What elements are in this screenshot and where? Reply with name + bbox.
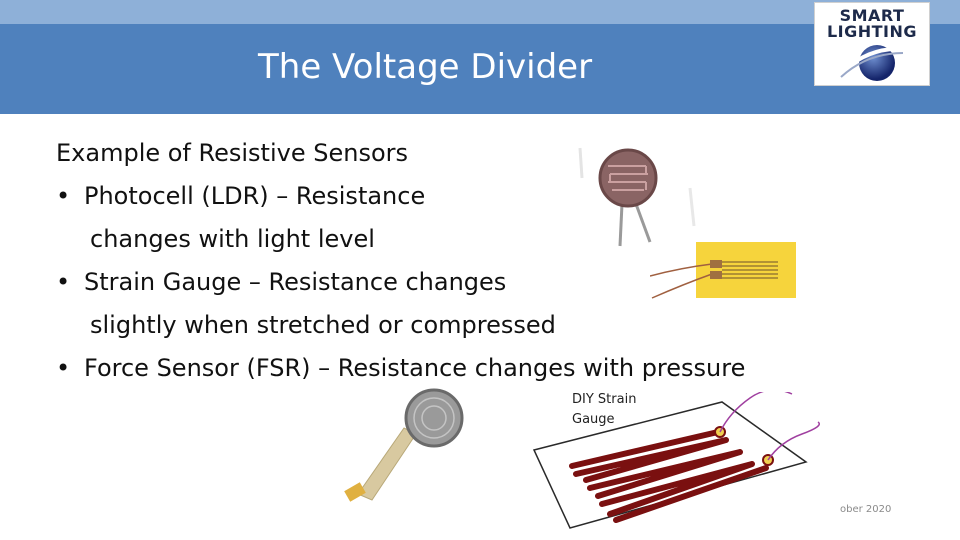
- bullet-force-sensor: • Force Sensor (FSR) – Resistance change…: [56, 347, 745, 390]
- logo-globe-icon: [837, 45, 904, 81]
- bullet-strain-gauge-continuation: slightly when stretched or compressed: [90, 311, 556, 339]
- bullet-strain-gauge: • Strain Gauge – Resistance changes: [56, 261, 745, 304]
- photocell-image: [578, 147, 696, 247]
- bullet-photocell: • Photocell (LDR) – Resistance: [56, 175, 745, 218]
- bullet-text: Photocell (LDR) – Resistance: [84, 182, 426, 210]
- caption-line1: DIY Strain: [572, 392, 637, 407]
- logo-text-line2: LIGHTING: [826, 22, 918, 41]
- title-bar: [0, 24, 960, 114]
- diy-strain-gauge-caption: DIY Strain Gauge: [572, 390, 636, 430]
- force-sensor-image: [344, 388, 464, 502]
- bullet-dot: •: [56, 182, 71, 210]
- logo-text-line1: SMART: [839, 6, 905, 25]
- footer-date: ober 2020: [840, 504, 892, 515]
- caption-line2: Gauge: [572, 412, 615, 427]
- diy-strain-gauge-image: [532, 392, 820, 529]
- bullet-photocell-continuation: changes with light level: [90, 225, 375, 253]
- bullet-text: Strain Gauge – Resistance changes: [84, 268, 507, 296]
- bullet-dot: •: [56, 268, 71, 296]
- bullet-dot: •: [56, 354, 71, 382]
- slide-content: Example of Resistive Sensors • Photocell…: [56, 132, 745, 390]
- bullet-text: Force Sensor (FSR) – Resistance changes …: [84, 354, 746, 382]
- content-heading: Example of Resistive Sensors: [56, 139, 408, 167]
- header-top-strip: [0, 0, 960, 24]
- slide-title: The Voltage Divider: [258, 47, 593, 87]
- smart-lighting-logo: SMART LIGHTING: [814, 2, 930, 86]
- strain-gauge-image: [650, 242, 796, 299]
